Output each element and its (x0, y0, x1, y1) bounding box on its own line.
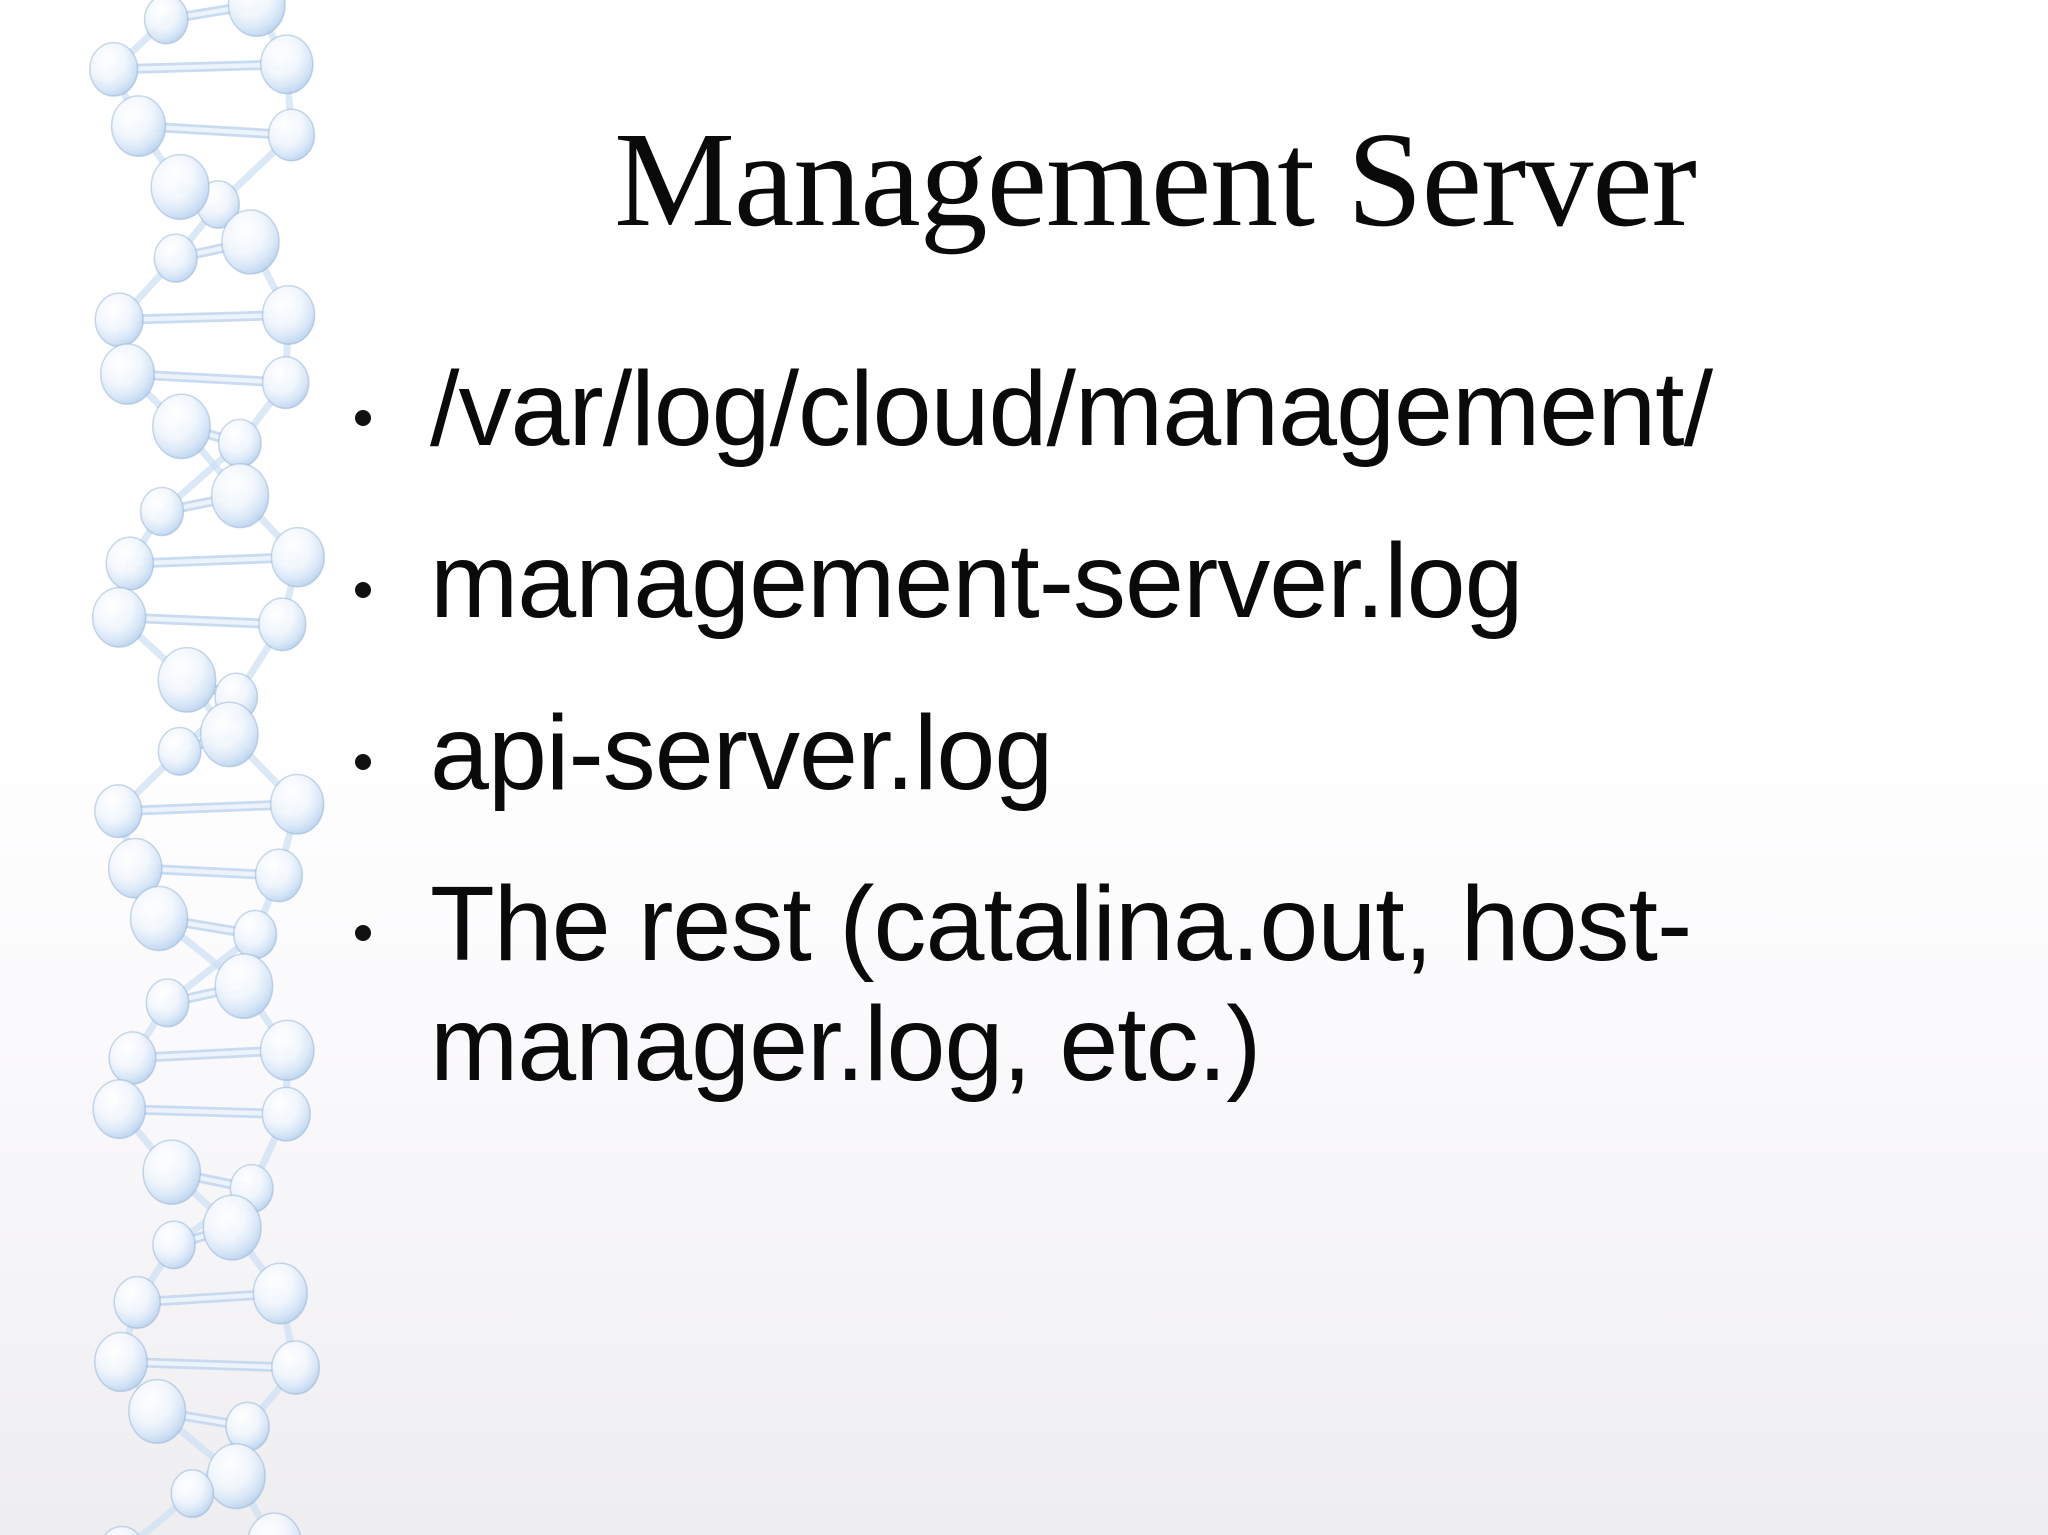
bullet-dot-icon (355, 925, 371, 942)
list-item: The rest (catalina.out, host-manager.log… (355, 865, 1815, 1105)
page-title: Management Server (614, 105, 1697, 255)
bullet-dot-icon (355, 410, 371, 426)
bullet-text: management-server.log (430, 521, 1524, 640)
list-item: api-server.log (355, 694, 1815, 814)
bullet-text: api-server.log (430, 693, 1053, 812)
list-item: /var/log/cloud/management/ (355, 350, 1815, 470)
dna-helix-icon (89, 0, 326, 1535)
dna-helix-decoration (0, 0, 380, 1535)
bullet-dot-icon (355, 581, 371, 598)
bullet-text: The rest (catalina.out, host-manager.log… (430, 865, 1692, 1104)
list-item: management-server.log (355, 522, 1815, 642)
bullet-list: /var/log/cloud/management/ management-se… (355, 350, 1815, 1157)
bullet-dot-icon (355, 753, 371, 770)
bullet-text: /var/log/cloud/management/ (430, 350, 1713, 468)
